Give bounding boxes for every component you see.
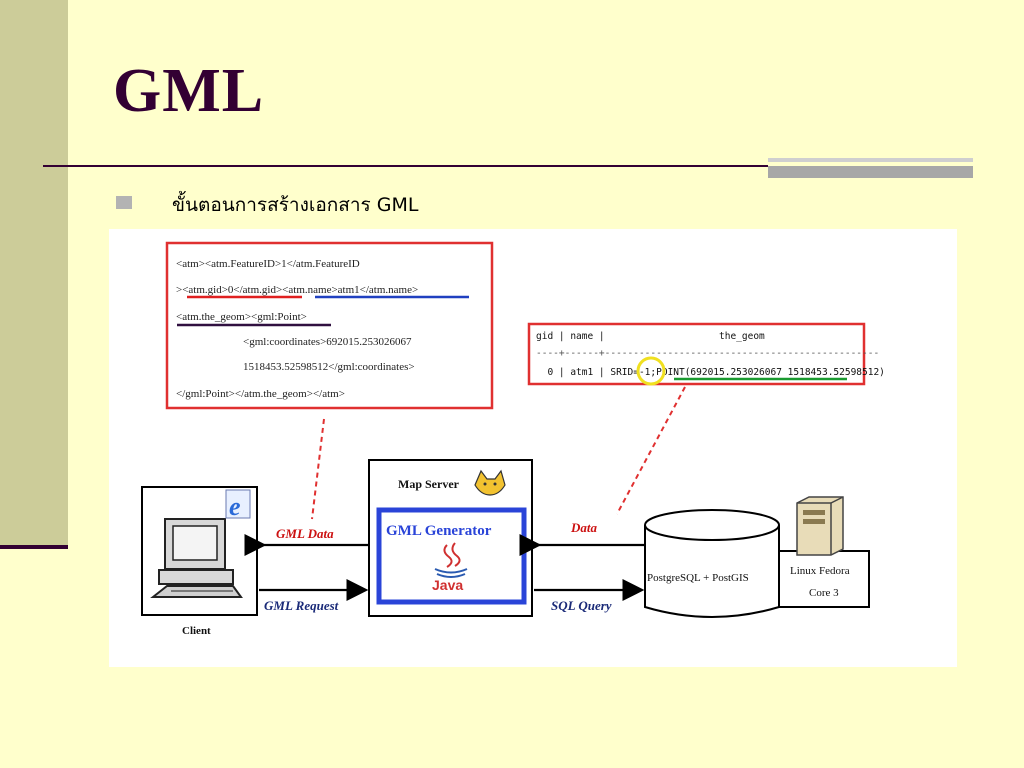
xml-line-1: <atm><atm.FeatureID>1</atm.FeatureID [176,258,360,270]
point-highlight-circle [636,356,666,386]
client-label: Client [182,625,211,637]
data-label: Data [570,520,598,535]
table-connector-dashed [616,386,686,515]
side-band [0,0,68,545]
title-rule [43,165,973,167]
table-header: gid | name | the_geom [536,331,765,342]
architecture-diagram: <atm><atm.FeatureID>1</atm.FeatureID ><a… [109,229,957,667]
bullet-square-icon [116,196,132,209]
os-label-line2: Core 3 [809,587,839,599]
computer-icon [150,518,243,598]
tomcat-icon [474,469,506,496]
table-divider: ----+------+----------------------------… [536,348,879,359]
database-cylinder: PostgreSQL + PostGIS [644,509,780,618]
java-label: Java [432,577,463,593]
map-server-label: Map Server [398,477,460,491]
gml-generator-label: GML Generator [386,523,492,539]
xml-connector-dashed [311,418,325,520]
os-box: Linux Fedora Core 3 [778,550,870,608]
gml-generator-box [376,507,527,605]
map-server-box: Map Server GML Generator Java [368,459,533,617]
xml-snippet-box: <atm><atm.FeatureID>1</atm.FeatureID ><a… [165,241,494,410]
xml-line-4: <gml:coordinates>692015.253026067 [243,336,412,348]
sql-result-box: gid | name | the_geom ----+------+------… [527,322,885,386]
table-row: 0 | atm1 | SRID=-1;POINT(692015.25302606… [536,367,885,378]
xml-line-2: ><atm.gid>0</atm.gid><atm.name>atm1</atm… [176,284,418,296]
client-box: e Client [141,486,258,637]
title-accent-bar [768,158,973,178]
svg-text:e: e [229,492,241,521]
server-tower-icon [796,496,844,556]
xml-line-6: </gml:Point></atm.the_geom></atm> [176,388,345,400]
gml-data-label: GML Data [276,526,334,541]
sql-query-label: SQL Query [551,598,612,613]
slide-title: GML [113,57,265,125]
db-label: PostgreSQL + PostGIS [647,572,749,584]
xml-line-5: 1518453.52598512</gml:coordinates> [243,361,415,373]
xml-line-3: <atm.the_geom><gml:Point> [176,311,307,323]
java-logo-icon [434,542,468,578]
bullet-text: ขั้นตอนการสร้างเอกสาร GML [172,194,419,216]
side-rule [0,545,68,549]
gml-request-label: GML Request [264,598,339,613]
ie-browser-icon: e [225,489,251,521]
os-label-line1: Linux Fedora [790,565,850,577]
